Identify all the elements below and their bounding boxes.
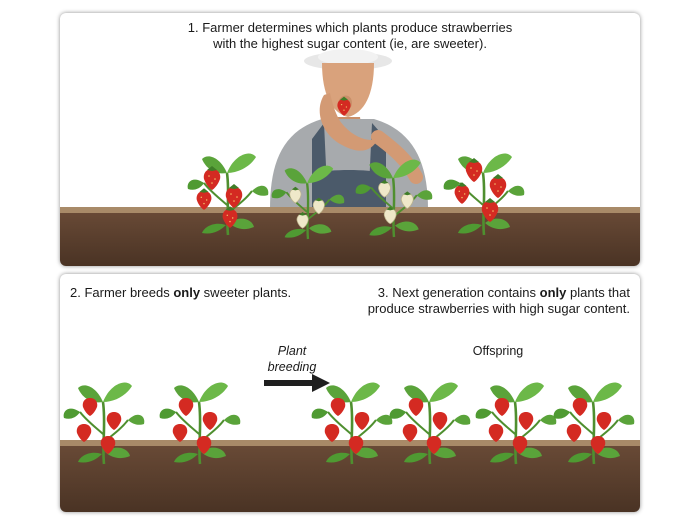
step2-3-illustration — [60, 374, 640, 512]
step1-line1: 1. Farmer determines which plants produc… — [187, 20, 513, 35]
offspring-label: Offspring — [472, 344, 524, 358]
step1-line2: with the highest sugar content (ie, are … — [213, 36, 487, 51]
soil-bed-2 — [60, 442, 640, 512]
farmer-figure — [270, 49, 428, 209]
step1-illustration — [60, 49, 640, 266]
step2-3-panel: 2. Farmer breeds only sweeter plants. 3.… — [60, 274, 640, 512]
step1-panel: 1. Farmer determines which plants produc… — [60, 13, 640, 266]
soil-bed — [60, 209, 640, 266]
step1-caption: 1. Farmer determines which plants produc… — [60, 20, 640, 52]
plant-breeding-label: Plant breeding — [267, 344, 317, 374]
arrow-right-icon — [264, 374, 330, 392]
step2-caption: 2. Farmer breeds only sweeter plants. — [70, 285, 292, 300]
step3-caption: 3. Next generation contains only plants … — [367, 285, 630, 316]
